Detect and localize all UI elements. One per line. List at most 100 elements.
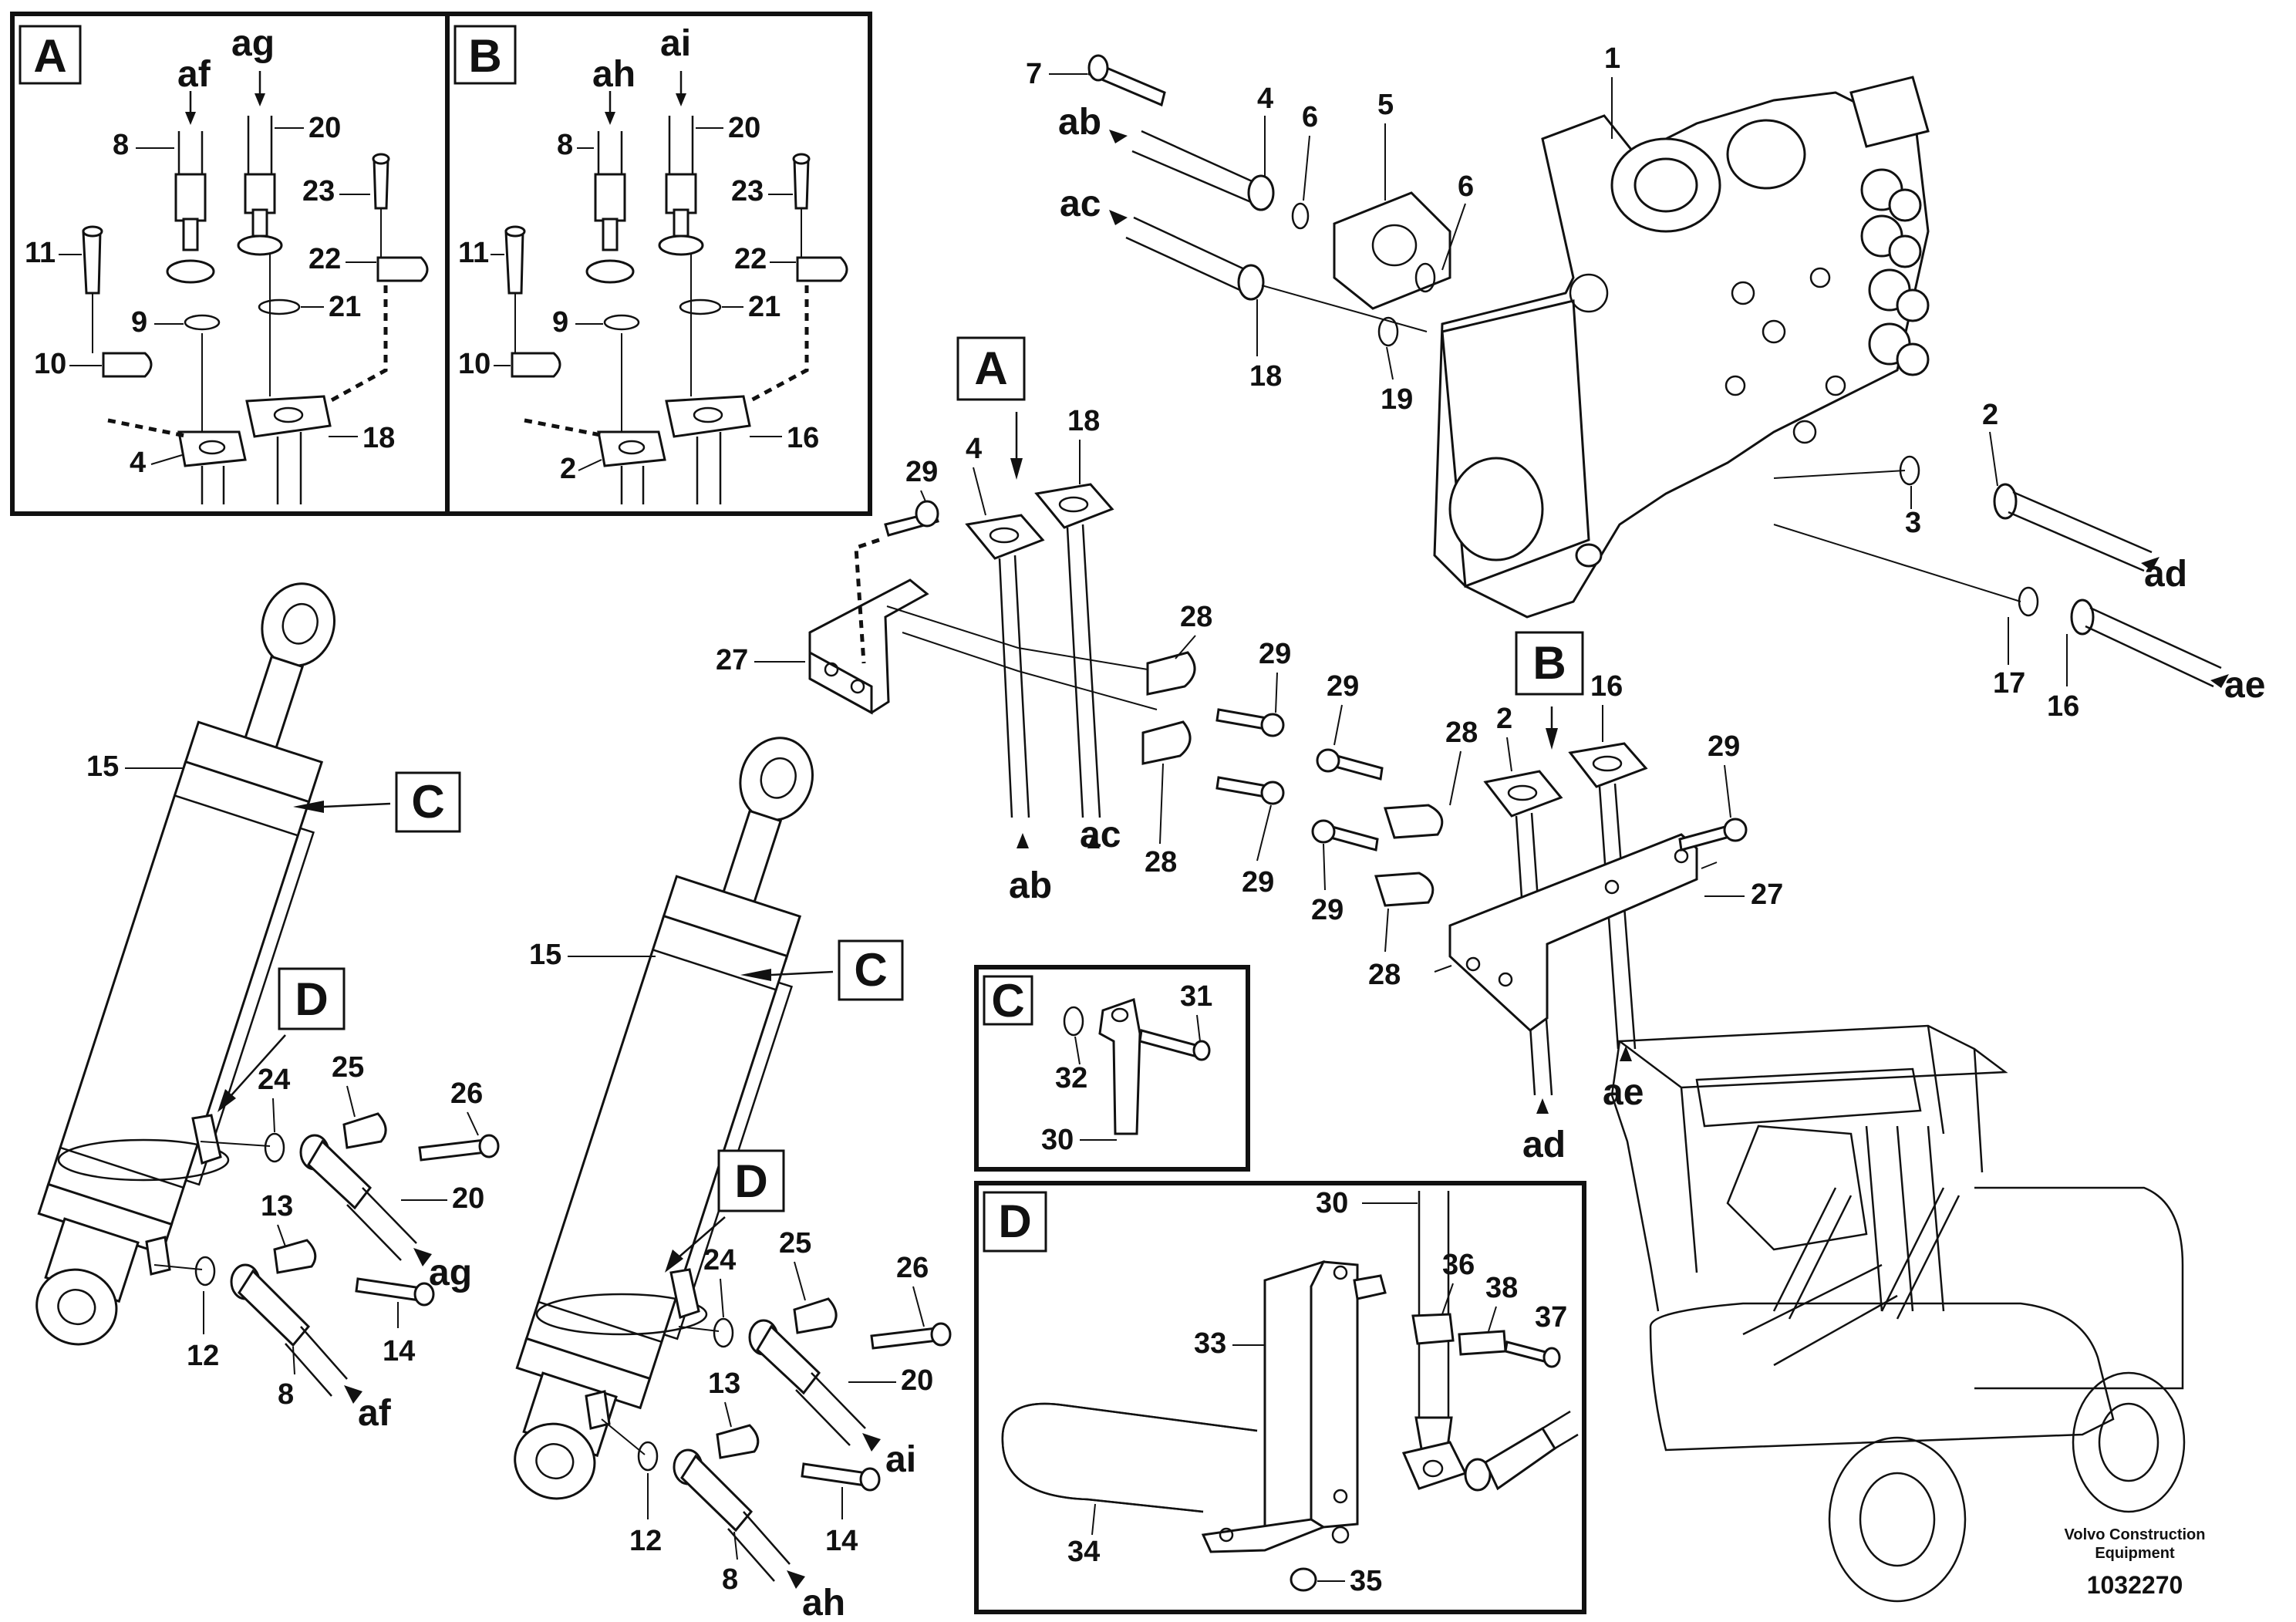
callout-c: C: [411, 776, 444, 828]
label: 27: [1751, 878, 1783, 911]
callout-b: B: [1532, 637, 1566, 689]
label: 29: [1311, 894, 1344, 926]
label: 10: [458, 348, 491, 380]
label: 28: [1368, 959, 1401, 991]
label: 23: [302, 175, 335, 207]
label: 18: [1249, 360, 1282, 393]
detail-box-a: A af ag 8 20: [10, 12, 450, 516]
label: 33: [1194, 1327, 1226, 1360]
label: 19: [1381, 383, 1413, 416]
label: 3: [1905, 507, 1921, 539]
label: 22: [734, 243, 767, 275]
label: 29: [1259, 638, 1291, 670]
label: 6: [1302, 101, 1318, 133]
label: ab: [1009, 865, 1052, 906]
label: ac: [1060, 184, 1101, 224]
label: ac: [1080, 814, 1121, 855]
label: 24: [258, 1064, 290, 1096]
label: ad: [1522, 1125, 1566, 1165]
company-name-line1: Volvo Construction: [2065, 1526, 2206, 1543]
label: 11: [458, 237, 489, 269]
detail-box-b-letter: B: [468, 30, 501, 82]
label: 26: [450, 1077, 483, 1110]
document-number: 1032270: [2087, 1571, 2183, 1599]
callout-d-2: D: [734, 1155, 767, 1207]
label: 2: [560, 453, 576, 485]
label: 2: [1982, 399, 1998, 431]
label: 32: [1055, 1062, 1087, 1094]
label: ae: [1603, 1072, 1644, 1113]
label: 8: [278, 1378, 294, 1411]
control-valve: 7 4 6 5 1 6 ab ac 18 19 2 3 ad 17 16 ae: [1026, 42, 2265, 723]
label: 17: [1993, 667, 2025, 700]
label: ab: [1058, 102, 1101, 143]
label: 20: [728, 112, 760, 144]
label: ag: [231, 23, 275, 64]
label: ah: [802, 1583, 845, 1622]
label: 4: [1257, 83, 1273, 115]
label: 26: [896, 1252, 929, 1284]
label: 25: [779, 1227, 811, 1259]
label: 29: [1327, 670, 1359, 703]
label: 21: [329, 291, 361, 323]
label: 13: [261, 1190, 293, 1222]
label: ai: [885, 1439, 916, 1480]
label: ag: [429, 1253, 472, 1293]
label: 8: [557, 129, 573, 161]
label: 6: [1458, 170, 1474, 203]
label: 18: [362, 422, 395, 454]
lift-cylinder-1: C D 15 24 25 26 20 ag 13 12 14 8 af: [35, 582, 500, 1434]
label: 4: [130, 447, 146, 479]
detail-box-d-letter: D: [998, 1195, 1031, 1247]
label: 22: [308, 243, 341, 275]
label: ae: [2224, 665, 2265, 706]
label: ad: [2144, 554, 2187, 595]
label: 38: [1485, 1272, 1518, 1304]
label: 30: [1041, 1124, 1074, 1156]
label: 8: [113, 129, 129, 161]
machine-overview: Volvo Construction Equipment 1032270: [1610, 1024, 2206, 1603]
label: 37: [1535, 1301, 1567, 1334]
label: 12: [187, 1340, 219, 1372]
label: 36: [1442, 1249, 1475, 1281]
label: 31: [1180, 980, 1212, 1013]
label: 10: [34, 348, 66, 380]
label: 20: [308, 112, 341, 144]
label: 18: [1067, 405, 1100, 437]
label: 28: [1445, 717, 1478, 749]
label: 28: [1180, 601, 1212, 633]
label: af: [177, 54, 211, 95]
company-name-line2: Equipment: [2095, 1545, 2175, 1562]
label: 13: [708, 1367, 740, 1400]
detail-box-a-letter: A: [33, 30, 66, 82]
label: 8: [722, 1563, 738, 1596]
label: 29: [905, 456, 938, 488]
label: 29: [1242, 866, 1274, 899]
label: 2: [1496, 703, 1512, 735]
label: 30: [1316, 1187, 1348, 1219]
label: 27: [716, 644, 748, 676]
label: 16: [2047, 690, 2079, 723]
label: 20: [901, 1364, 933, 1397]
label: 1: [1604, 42, 1620, 75]
label: 20: [452, 1182, 484, 1215]
label: ai: [660, 23, 691, 64]
label: 16: [1590, 670, 1623, 703]
callout-c-2: C: [854, 944, 887, 996]
label: 9: [552, 306, 568, 339]
label: 23: [731, 175, 764, 207]
callout-a: A: [974, 342, 1007, 394]
callout-d: D: [295, 973, 328, 1025]
label: 14: [825, 1525, 858, 1557]
detail-box-b: B ah ai 8 20 23 11 22: [445, 12, 872, 516]
label: 24: [703, 1244, 736, 1276]
label: 21: [748, 291, 781, 323]
label: 29: [1708, 730, 1740, 763]
detail-box-c: C 31 32 30: [974, 965, 1250, 1172]
label: ah: [592, 54, 636, 95]
label: af: [358, 1393, 392, 1434]
label: 15: [86, 750, 119, 783]
label: 15: [529, 939, 561, 971]
label: 12: [629, 1525, 662, 1557]
